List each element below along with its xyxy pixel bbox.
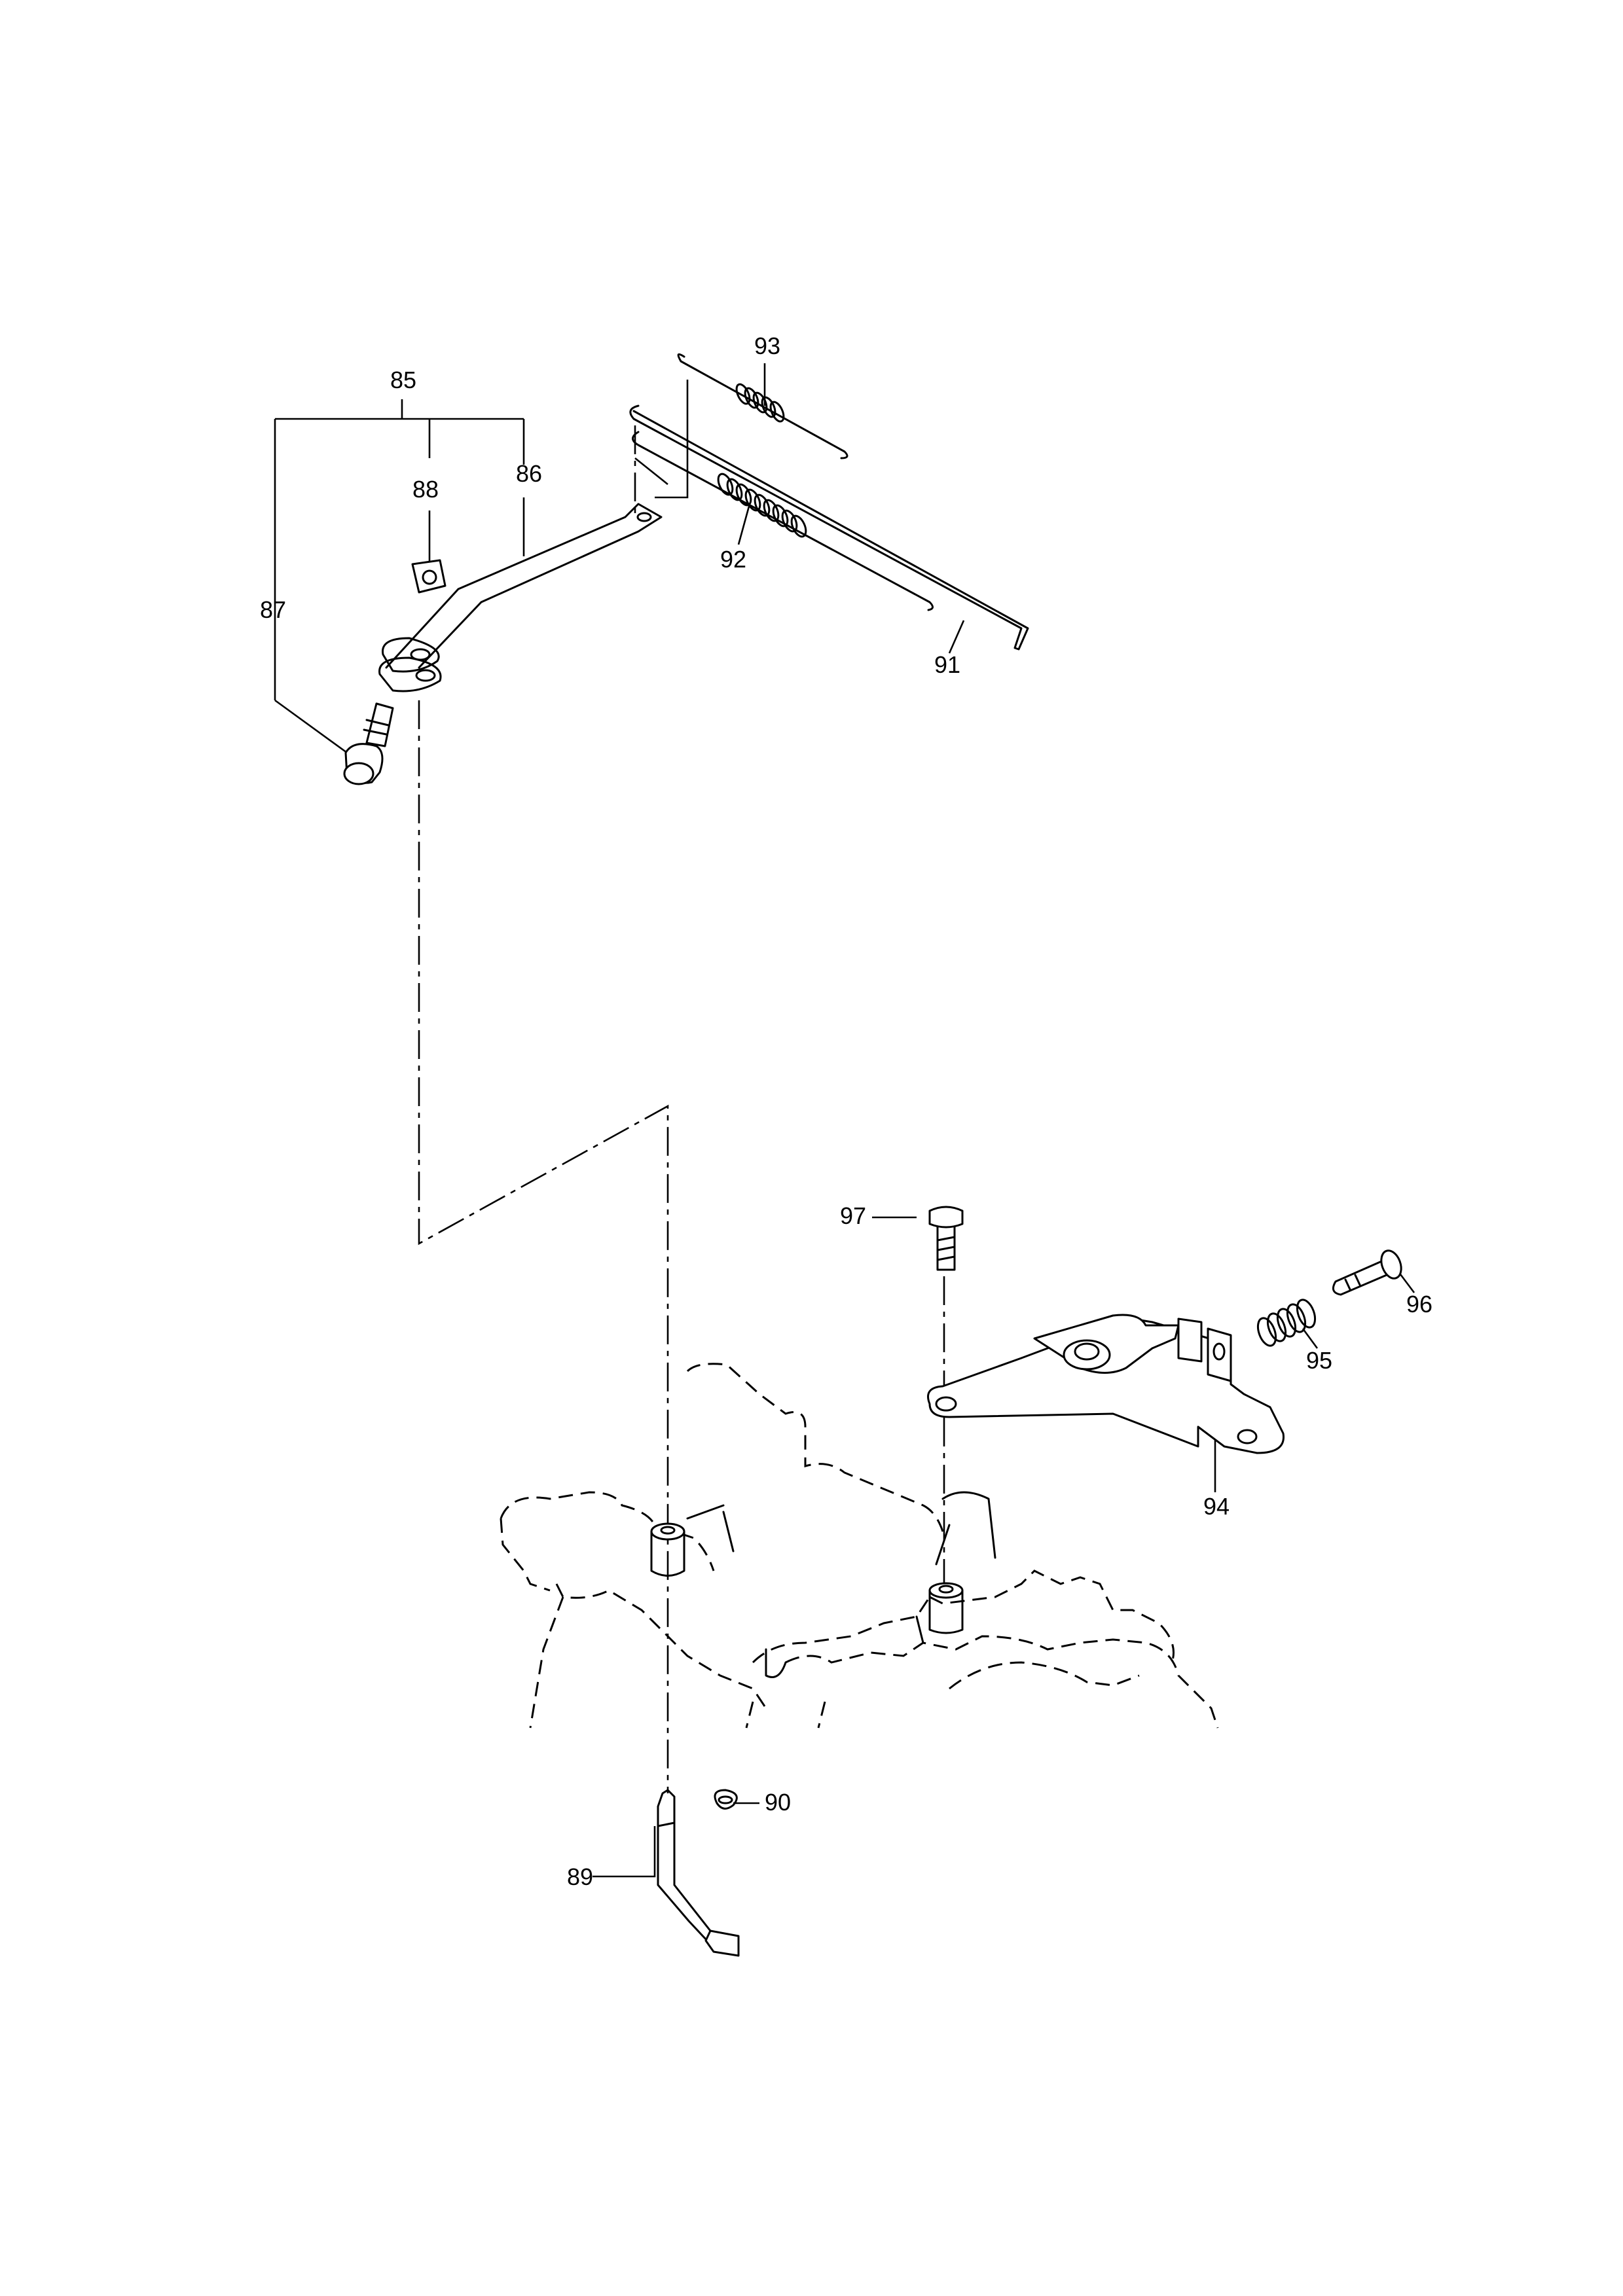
callout-90: 90 [765,1789,791,1816]
callout-88: 88 [412,476,439,503]
leader-87 [274,699,348,754]
callout-87: 87 [260,596,286,623]
spring-95 [1256,1299,1317,1347]
callout-97: 97 [840,1202,866,1229]
callout-95: 95 [1306,1347,1332,1374]
governor-shaft-89 [657,1789,740,1957]
engine-boss-right [765,1491,996,1678]
callout-89: 89 [567,1863,593,1890]
leader-lines [274,363,1415,1878]
callout-96: 96 [1406,1291,1432,1318]
callout-93: 93 [754,332,780,359]
callout-92: 92 [720,546,746,573]
rod-end-guide [634,380,689,499]
e-clip-90 [714,1789,738,1810]
leader-85-bracket [274,399,525,700]
lever-arm-86 [378,503,663,692]
leader-92 [737,503,751,545]
engine-boss-left [650,1504,735,1577]
nut-88 [411,559,447,594]
centerline-lever-to-shaft [418,700,669,1793]
spring-93 [677,353,848,459]
bolt-96 [1332,1249,1402,1296]
callout-91: 91 [934,651,960,678]
leader-95 [1302,1328,1319,1349]
spring-92 [717,473,807,538]
leader-91 [948,620,965,654]
leader-89 [593,1826,656,1878]
bolt-97 [928,1206,964,1271]
callout-94: 94 [1203,1493,1230,1520]
bolt-87 [343,702,394,785]
bracket-assembly-94 [927,1314,1285,1454]
engine-block-outline [500,1363,1219,1729]
callout-86: 86 [516,460,542,487]
callout-85: 85 [390,367,416,393]
